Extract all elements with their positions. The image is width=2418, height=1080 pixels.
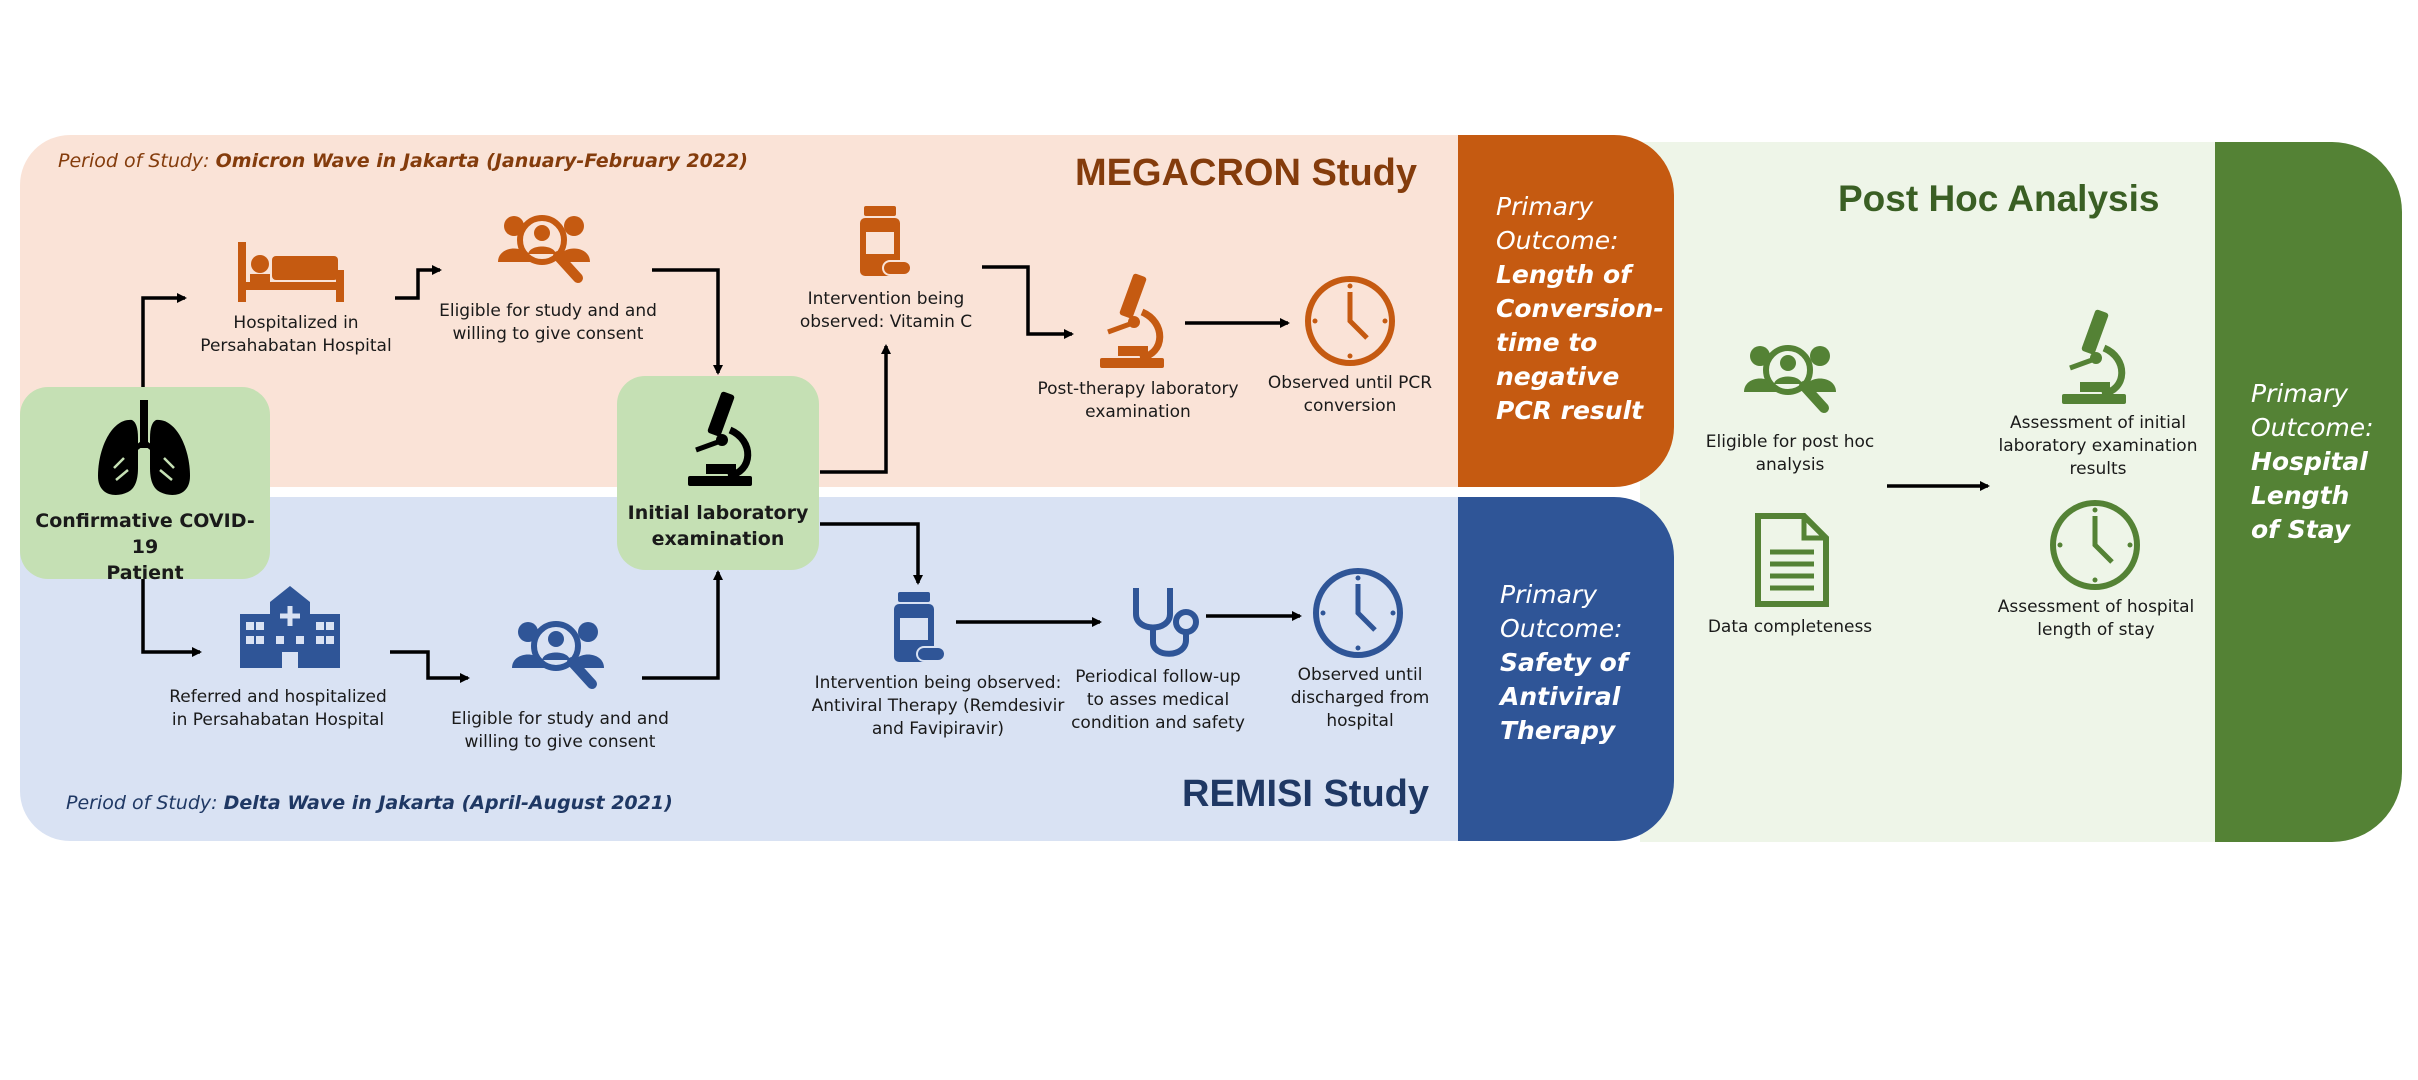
remisi-observed-label: Observed until discharged from hospital xyxy=(1290,665,1430,731)
clock-orange-icon xyxy=(1305,276,1395,366)
people-search-green-icon xyxy=(1744,345,1836,413)
remisi-intervention-label: Intervention being observed: Antiviral T… xyxy=(811,673,1065,739)
pill-bottle-icon xyxy=(860,206,912,276)
document-icon xyxy=(1755,513,1829,607)
arrow-eligible-to-lab xyxy=(652,268,723,375)
megacron-eligible-label: Eligible for study and and willing to gi… xyxy=(439,301,657,344)
arrow-patient-to-hospitalized xyxy=(141,293,187,387)
posthoc-assess-lab-label: Assessment of initial laboratory examina… xyxy=(1998,413,2198,479)
remisi-eligible-label: Eligible for study and and willing to gi… xyxy=(451,709,669,752)
megacron-title: MEGACRON Study xyxy=(1075,152,1417,194)
megacron-outcome: Primary Outcome: Length of Conversion-ti… xyxy=(1496,192,1664,425)
lungs-icon xyxy=(98,400,190,495)
patient-label: Confirmative COVID-19 Patient xyxy=(35,510,255,584)
arrow-patient-to-referred xyxy=(141,579,202,657)
megacron-period: Period of Study: Omicron Wave in Jakarta… xyxy=(58,150,748,172)
remisi-outcome: Primary Outcome: Safety of Antiviral The… xyxy=(1500,580,1628,745)
posthoc-assess-los-label: Assessment of hospital length of stay xyxy=(1997,597,2195,640)
remisi-referred-label: Referred and hospitalized in Persahabata… xyxy=(169,687,387,730)
remisi-followup-label: Periodical follow-up to asses medical co… xyxy=(1071,667,1245,733)
initial-lab-label: Initial laboratory examination xyxy=(627,502,809,550)
megacron-outcome-panel xyxy=(1458,135,1674,487)
megacron-postlab-label: Post-therapy laboratory examination xyxy=(1037,379,1239,422)
posthoc-title: Post Hoc Analysis xyxy=(1838,178,2160,219)
megacron-hospitalized-label: Hospitalized in Persahabatan Hospital xyxy=(200,313,392,356)
arrow-remisi-eligible-to-lab xyxy=(642,570,723,680)
remisi-title: REMISI Study xyxy=(1182,773,1430,815)
posthoc-outcome: Primary Outcome: Hospital Length of Stay xyxy=(2251,379,2374,544)
people-search-blue-icon xyxy=(512,621,604,689)
remisi-outcome-panel xyxy=(1458,497,1674,841)
arrow-lab-to-vitc xyxy=(820,344,891,474)
arrow-referred-to-eligible xyxy=(390,650,470,683)
posthoc-data-label: Data completeness xyxy=(1707,617,1873,637)
clock-green-icon xyxy=(2050,500,2140,590)
arrow-vitc-to-postlab xyxy=(982,265,1074,339)
microscope-orange-icon xyxy=(1100,273,1164,368)
stethoscope-icon xyxy=(1133,588,1199,657)
clock-blue-icon xyxy=(1313,568,1403,658)
hospital-building-icon xyxy=(240,586,340,668)
posthoc-eligible-label: Eligible for post hoc analysis xyxy=(1705,432,1875,475)
pill-bottle-blue-icon xyxy=(894,592,946,662)
microscope-icon xyxy=(688,391,752,486)
microscope-green-icon xyxy=(2062,309,2126,404)
arrow-lab-to-antiviral xyxy=(820,522,923,585)
people-search-icon xyxy=(498,215,590,283)
arrow-hosp-to-eligible xyxy=(395,265,442,300)
remisi-period: Period of Study: Delta Wave in Jakarta (… xyxy=(66,792,673,814)
posthoc-outcome-panel xyxy=(2215,142,2402,842)
megacron-intervention-label: Intervention being observed: Vitamin C xyxy=(799,289,973,332)
megacron-observed-label: Observed until PCR conversion xyxy=(1267,373,1433,416)
hospital-bed-icon xyxy=(238,242,344,302)
